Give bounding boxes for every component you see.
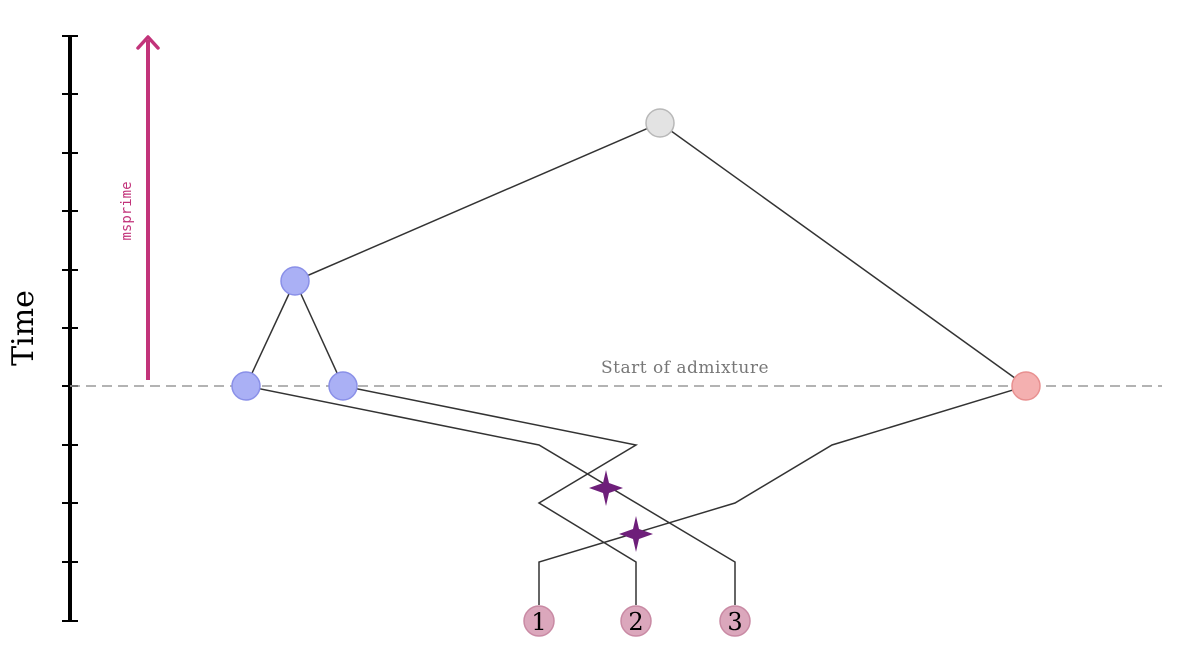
lineage-sample-3 — [245, 385, 736, 605]
time-axis-label: Time — [6, 290, 41, 366]
sample-label: 1 — [531, 608, 546, 636]
sample-node-3: 3 — [719, 605, 751, 637]
msprime-arrow: msprime — [119, 35, 160, 380]
sample-leaves: 1 2 3 — [523, 605, 751, 637]
arrow-head-icon — [136, 35, 160, 50]
edge-root-to-population-a — [294, 122, 661, 282]
mutation-star-icon — [589, 470, 623, 506]
edge-root-to-population-b — [659, 122, 1027, 387]
sample-label: 3 — [727, 608, 742, 636]
population-b-node — [1011, 371, 1041, 401]
sample-node-1: 1 — [523, 605, 555, 637]
time-axis-ticks — [62, 35, 78, 622]
time-axis: Time — [6, 35, 78, 622]
sample-node-2: 2 — [620, 605, 652, 637]
mutation-star-icon — [619, 516, 653, 552]
sample-circle — [620, 605, 652, 637]
edge-population-a-left — [245, 280, 296, 387]
sample-circle — [523, 605, 555, 637]
lineage-sample-2 — [342, 385, 639, 605]
population-a-node-1 — [231, 371, 261, 401]
population-a-node-2 — [328, 371, 358, 401]
lineage-sample-1 — [538, 385, 1027, 605]
msprime-label: msprime — [119, 181, 135, 240]
edge-population-a-right — [294, 280, 344, 387]
tree-edges — [245, 122, 1027, 605]
root-node — [645, 108, 675, 138]
tree-nodes — [231, 108, 1041, 401]
sample-label: 2 — [628, 608, 643, 636]
admixture-label: Start of admixture — [601, 358, 769, 378]
population-a-ancestor-node — [280, 266, 310, 296]
sample-circle — [719, 605, 751, 637]
mutations — [589, 470, 653, 552]
